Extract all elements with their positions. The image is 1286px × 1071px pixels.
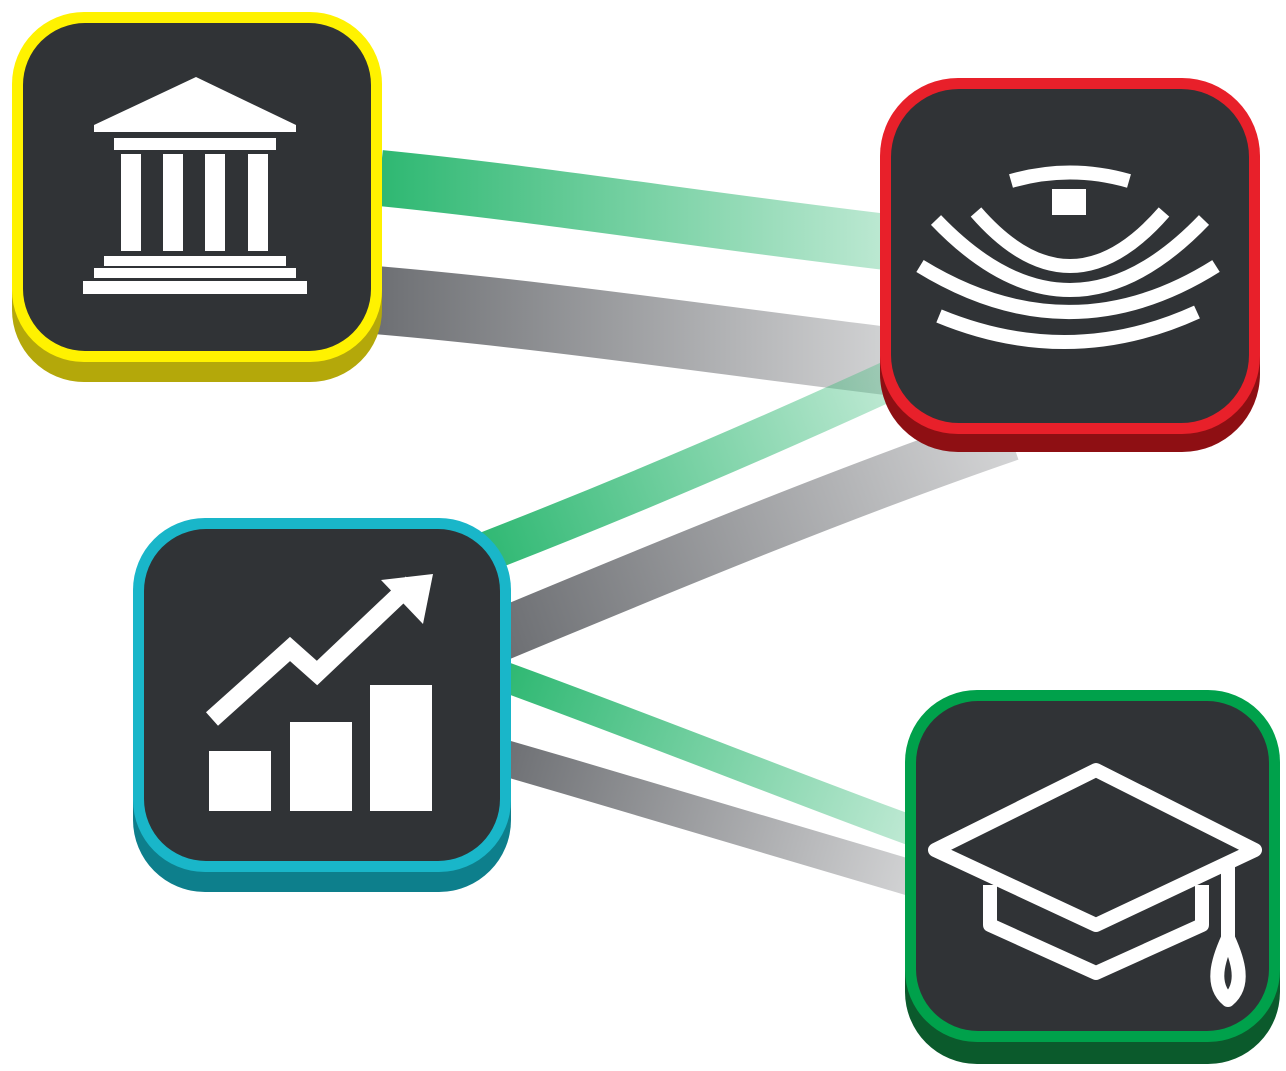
link-growth-signal-green [470,359,904,574]
link-institution-signal-gray [372,266,900,396]
link-institution-signal-green [377,150,899,271]
graduation-cap-icon [928,763,1262,1007]
connectors [372,150,1019,898]
node-institution[interactable] [12,12,382,382]
link-growth-signal-gray [490,410,1019,660]
growth-chart-icon [205,574,433,811]
link-growth-education-gray [499,740,924,898]
node-signal[interactable] [880,78,1260,452]
node-education[interactable] [905,690,1280,1064]
wireless-signal-icon [916,165,1220,350]
bank-building-icon [83,77,307,294]
link-growth-education-green [499,662,924,848]
node-growth[interactable] [133,518,511,892]
